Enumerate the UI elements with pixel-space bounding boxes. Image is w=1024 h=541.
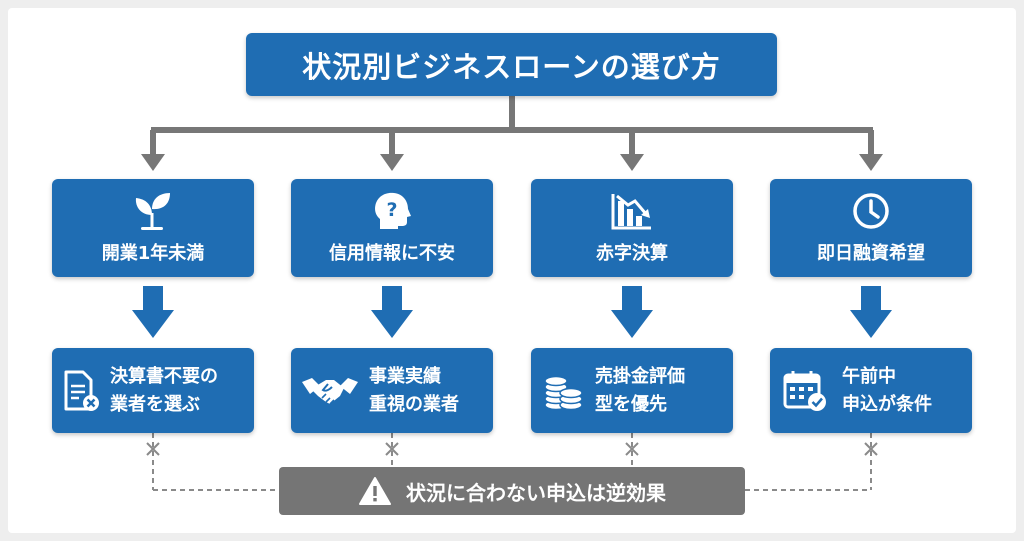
situation-label: 赤字決算 <box>596 243 668 264</box>
head-question-icon: ? <box>372 191 412 231</box>
situation-label: 即日融資希望 <box>817 243 925 264</box>
x-mark-icon <box>864 442 878 456</box>
document-x-icon <box>52 369 110 413</box>
situation-box-credit-concern: ? 信用情報に不安 <box>291 179 493 277</box>
action-box-no-financials: 決算書不要の 業者を選ぶ <box>52 348 254 433</box>
warning-banner: 状況に合わない申込は逆効果 <box>279 467 745 515</box>
action-line-1: 事業実績 <box>369 365 441 387</box>
declining-chart-icon <box>610 191 654 231</box>
clock-icon <box>851 191 891 231</box>
blue-arrow-4 <box>850 286 892 338</box>
x-mark-icon <box>625 442 639 456</box>
situation-box-new-business: 開業1年未満 <box>52 179 254 277</box>
action-line-1: 売掛金評価 <box>595 365 685 387</box>
gray-arrow-1 <box>141 130 165 171</box>
calendar-check-icon <box>770 369 842 413</box>
diagram-title: 状況別ビジネスローンの選び方 <box>246 33 777 96</box>
handshake-icon <box>291 374 369 408</box>
action-line-2: 重視の業者 <box>369 393 459 415</box>
coins-icon <box>531 369 595 413</box>
action-line-2: 申込が条件 <box>842 393 932 415</box>
x-marks <box>146 442 878 456</box>
gray-arrow-4 <box>859 130 883 171</box>
action-box-receivables: 売掛金評価 型を優先 <box>531 348 733 433</box>
x-mark-icon <box>385 442 399 456</box>
blue-arrow-2 <box>371 286 413 338</box>
situation-label: 開業1年未満 <box>101 243 205 264</box>
action-line-2: 業者を選ぶ <box>110 393 200 415</box>
action-box-morning-apply: 午前中 申込が条件 <box>770 348 972 433</box>
svg-text:?: ? <box>386 199 397 221</box>
action-line-2: 型を優先 <box>595 393 667 415</box>
x-mark-icon <box>146 442 160 456</box>
blue-arrow-1 <box>132 286 174 338</box>
situation-box-deficit: 赤字決算 <box>531 179 733 277</box>
situation-box-same-day: 即日融資希望 <box>770 179 972 277</box>
dashed-connectors <box>152 433 872 491</box>
situation-label: 信用情報に不安 <box>329 243 455 264</box>
action-line-1: 決算書不要の <box>110 365 218 387</box>
gray-arrow-3 <box>620 130 644 171</box>
blue-arrow-3 <box>611 286 653 338</box>
sprout-icon <box>131 191 175 231</box>
warning-triangle-icon <box>358 476 392 506</box>
gray-arrow-2 <box>380 130 404 171</box>
action-box-business-record: 事業実績 重視の業者 <box>291 348 493 433</box>
action-line-1: 午前中 <box>842 365 896 387</box>
warning-text: 状況に合わない申込は逆効果 <box>406 480 666 505</box>
